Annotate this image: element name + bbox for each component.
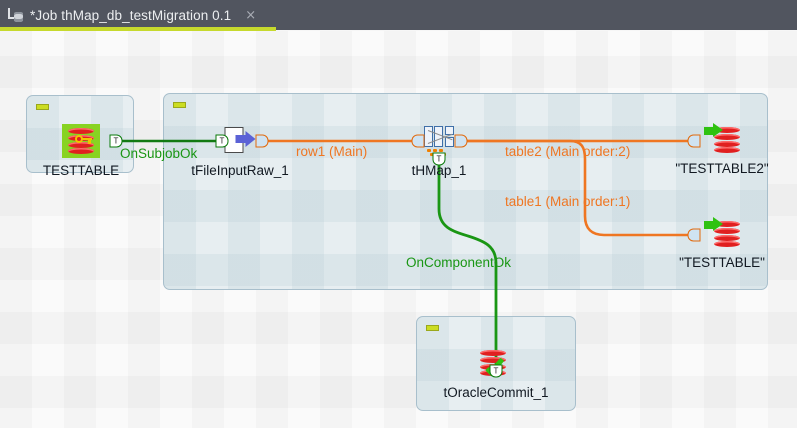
port-oncomponentok-target[interactable]: T: [489, 364, 503, 378]
port-onsubjobok-source[interactable]: T: [109, 134, 123, 148]
editor-tab-bar: *Job thMap_db_testMigration 0.1 ×: [0, 0, 797, 31]
component-label: tHMap_1: [411, 163, 467, 178]
port-thmap-output[interactable]: [454, 134, 468, 148]
component-label: TESTTABLE: [42, 163, 120, 178]
file-input-raw-icon[interactable]: [224, 127, 256, 155]
link-label-onsubjobok[interactable]: OnSubjobOk: [120, 146, 198, 161]
component-label: "TESTTABLE2": [675, 161, 769, 176]
key-icon: [75, 135, 92, 144]
database-output-icon[interactable]: [702, 123, 742, 155]
component-label: tOracleCommit_1: [443, 385, 549, 400]
link-label-table1[interactable]: table1 (Main order:1): [505, 194, 631, 209]
hmap-mapping-icon[interactable]: [422, 124, 456, 158]
job-tab[interactable]: *Job thMap_db_testMigration 0.1 ×: [0, 0, 264, 30]
port-testtable-input[interactable]: [687, 228, 701, 242]
close-icon[interactable]: ×: [245, 7, 257, 23]
link-label-oncomponentok[interactable]: OnComponentOk: [406, 255, 512, 270]
green-arrow-icon: [704, 217, 723, 232]
component-label: tFileInputRaw_1: [191, 163, 289, 178]
database-key-icon[interactable]: [62, 124, 100, 158]
database-output-icon[interactable]: [702, 217, 742, 249]
collapse-minus-icon[interactable]: [173, 102, 186, 108]
port-testtable2-input[interactable]: [687, 134, 701, 148]
port-onsubjobok-target[interactable]: T: [215, 134, 229, 148]
collapse-minus-icon[interactable]: [426, 325, 439, 331]
link-label-table2[interactable]: table2 (Main order:2): [505, 144, 631, 159]
link-label-row1[interactable]: row1 (Main): [296, 144, 368, 159]
port-row1-target[interactable]: [411, 134, 425, 148]
port-row1-source[interactable]: [255, 134, 269, 148]
port-oncomponentok-source[interactable]: T: [432, 152, 446, 166]
active-tab-underline: [0, 27, 276, 31]
job-design-canvas[interactable]: TESTTABLE tFileInputRaw_1: [0, 31, 797, 428]
job-tab-title: *Job thMap_db_testMigration 0.1: [30, 7, 232, 23]
green-arrow-icon: [704, 123, 723, 138]
collapse-minus-icon[interactable]: [36, 104, 49, 110]
subjob-left[interactable]: [26, 95, 134, 173]
job-tab-icon: [6, 6, 24, 24]
component-label: "TESTTABLE": [679, 255, 765, 270]
